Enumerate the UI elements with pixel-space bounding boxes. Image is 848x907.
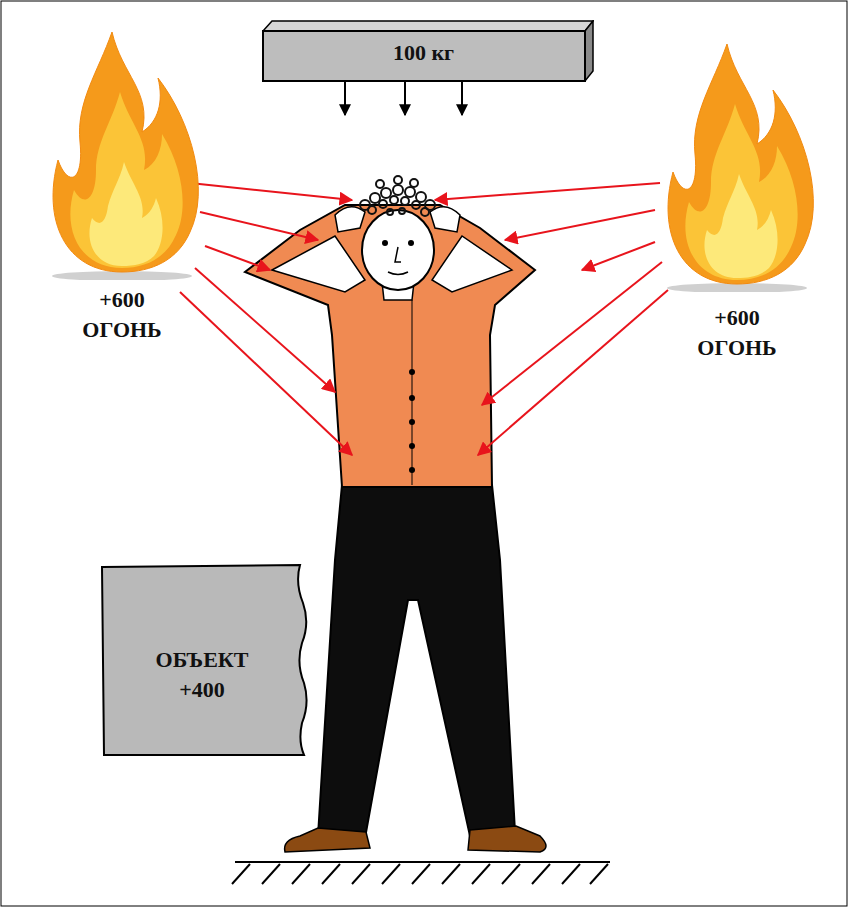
ground [232,862,610,884]
hot-object: ОБЪЕКТ +400 [100,563,310,758]
node-label: 100 кг [262,38,585,68]
weight-box: 100 кг [262,20,594,82]
flame [40,30,205,280]
load-arrows [345,82,462,115]
node-label: +600 ОГОНЬ [62,285,182,345]
heat-rays [180,183,668,455]
flame [655,42,820,292]
node-label: +600 ОГОНЬ [677,303,797,363]
fire-source: +600 ОГОНЬ [655,42,820,362]
node-label: ОБЪЕКТ +400 [142,645,262,705]
fire-source: +600 ОГОНЬ [40,30,205,350]
